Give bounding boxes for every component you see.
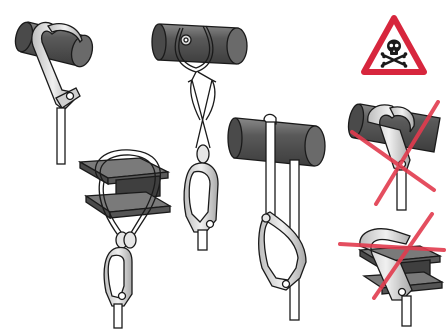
panel-strap-over-pipe — [227, 113, 326, 321]
rope — [396, 169, 407, 211]
carabiner — [103, 246, 133, 307]
panel-carabiner-on-pipe — [14, 21, 94, 165]
skull-and-crossbones-warning-icon — [361, 15, 427, 75]
rope — [401, 295, 412, 327]
rings — [115, 231, 137, 249]
i-beam — [77, 157, 173, 220]
rope — [56, 107, 66, 165]
rope — [113, 303, 123, 329]
ring — [196, 144, 210, 164]
panel-i-beam-sling — [77, 149, 173, 329]
incorrect-cross-icon — [350, 100, 440, 206]
pipe — [227, 117, 326, 167]
panel-chain-sling-on-pipe — [151, 23, 248, 251]
skull — [380, 39, 408, 68]
panel-incorrect-pipe — [347, 100, 441, 211]
incorrect-cross-icon — [338, 212, 446, 300]
carabiner — [183, 162, 219, 233]
sling-legs — [187, 71, 217, 149]
carabiner — [31, 21, 83, 111]
pipe — [151, 23, 248, 65]
carabiner — [258, 211, 307, 291]
rope — [197, 229, 208, 251]
panel-incorrect-beam — [338, 212, 446, 327]
